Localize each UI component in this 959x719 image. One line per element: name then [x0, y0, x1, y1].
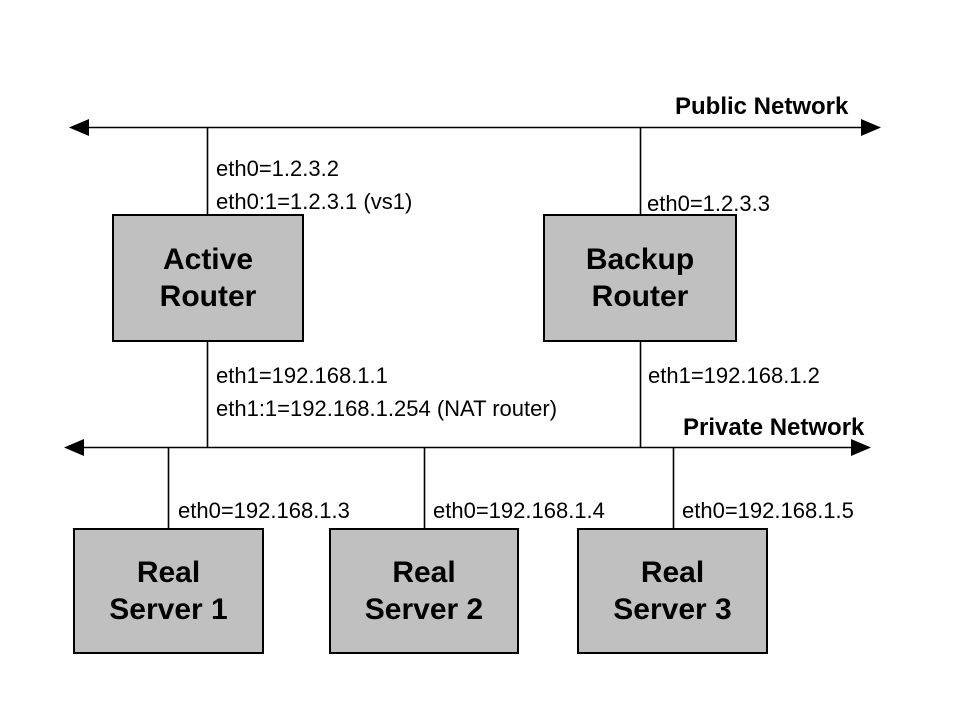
- server3-eth0-label: eth0=192.168.1.5: [682, 498, 854, 523]
- real-server-3-label-line1: Real: [640, 556, 705, 589]
- backup-router-box: Backup Router: [543, 214, 737, 342]
- backup-eth0-label: eth0=1.2.3.3: [647, 191, 770, 216]
- real-server-3-box: Real Server 3: [577, 528, 768, 654]
- active-router-public-interface-labels: eth0=1.2.3.2 eth0:1=1.2.3.1 (vs1): [216, 152, 412, 218]
- active-eth0-alias-label: eth0:1=1.2.3.1 (vs1): [216, 189, 413, 214]
- public-network-left-arrow-icon: [69, 119, 89, 136]
- real-server-2-box: Real Server 2: [329, 528, 519, 654]
- private-network-right-arrow-icon: [851, 439, 871, 456]
- private-network-label: Private Network: [683, 414, 865, 441]
- active-eth0-label: eth0=1.2.3.2: [216, 156, 339, 181]
- active-router-private-interface-labels: eth1=192.168.1.1 eth1:1=192.168.1.254 (N…: [216, 359, 557, 425]
- real-server-2-label-line2: Server 2: [364, 593, 484, 626]
- active-router-label-line2: Router: [159, 280, 257, 313]
- active-eth1-alias-label: eth1:1=192.168.1.254 (NAT router): [216, 396, 558, 421]
- active-router-box: Active Router: [112, 214, 304, 342]
- backup-eth1-label: eth1=192.168.1.2: [648, 363, 820, 388]
- backup-router-label-line1: Backup: [585, 243, 695, 276]
- server2-eth0-label: eth0=192.168.1.4: [433, 498, 605, 523]
- real-server-1-label-line1: Real: [136, 556, 201, 589]
- active-eth1-label: eth1=192.168.1.1: [216, 363, 388, 388]
- public-network-right-arrow-icon: [861, 119, 881, 136]
- private-network-left-arrow-icon: [64, 439, 84, 456]
- backup-router-label-line2: Router: [591, 280, 689, 313]
- public-network-label: Public Network: [675, 93, 849, 120]
- active-router-label-line1: Active: [162, 243, 254, 276]
- real-server-1-label-line2: Server 1: [109, 593, 228, 626]
- real-server-1-box: Real Server 1: [73, 528, 264, 654]
- server1-eth0-label: eth0=192.168.1.3: [178, 498, 350, 523]
- real-server-2-label-line1: Real: [392, 556, 456, 589]
- real-server-3-label-line2: Server 3: [613, 593, 732, 626]
